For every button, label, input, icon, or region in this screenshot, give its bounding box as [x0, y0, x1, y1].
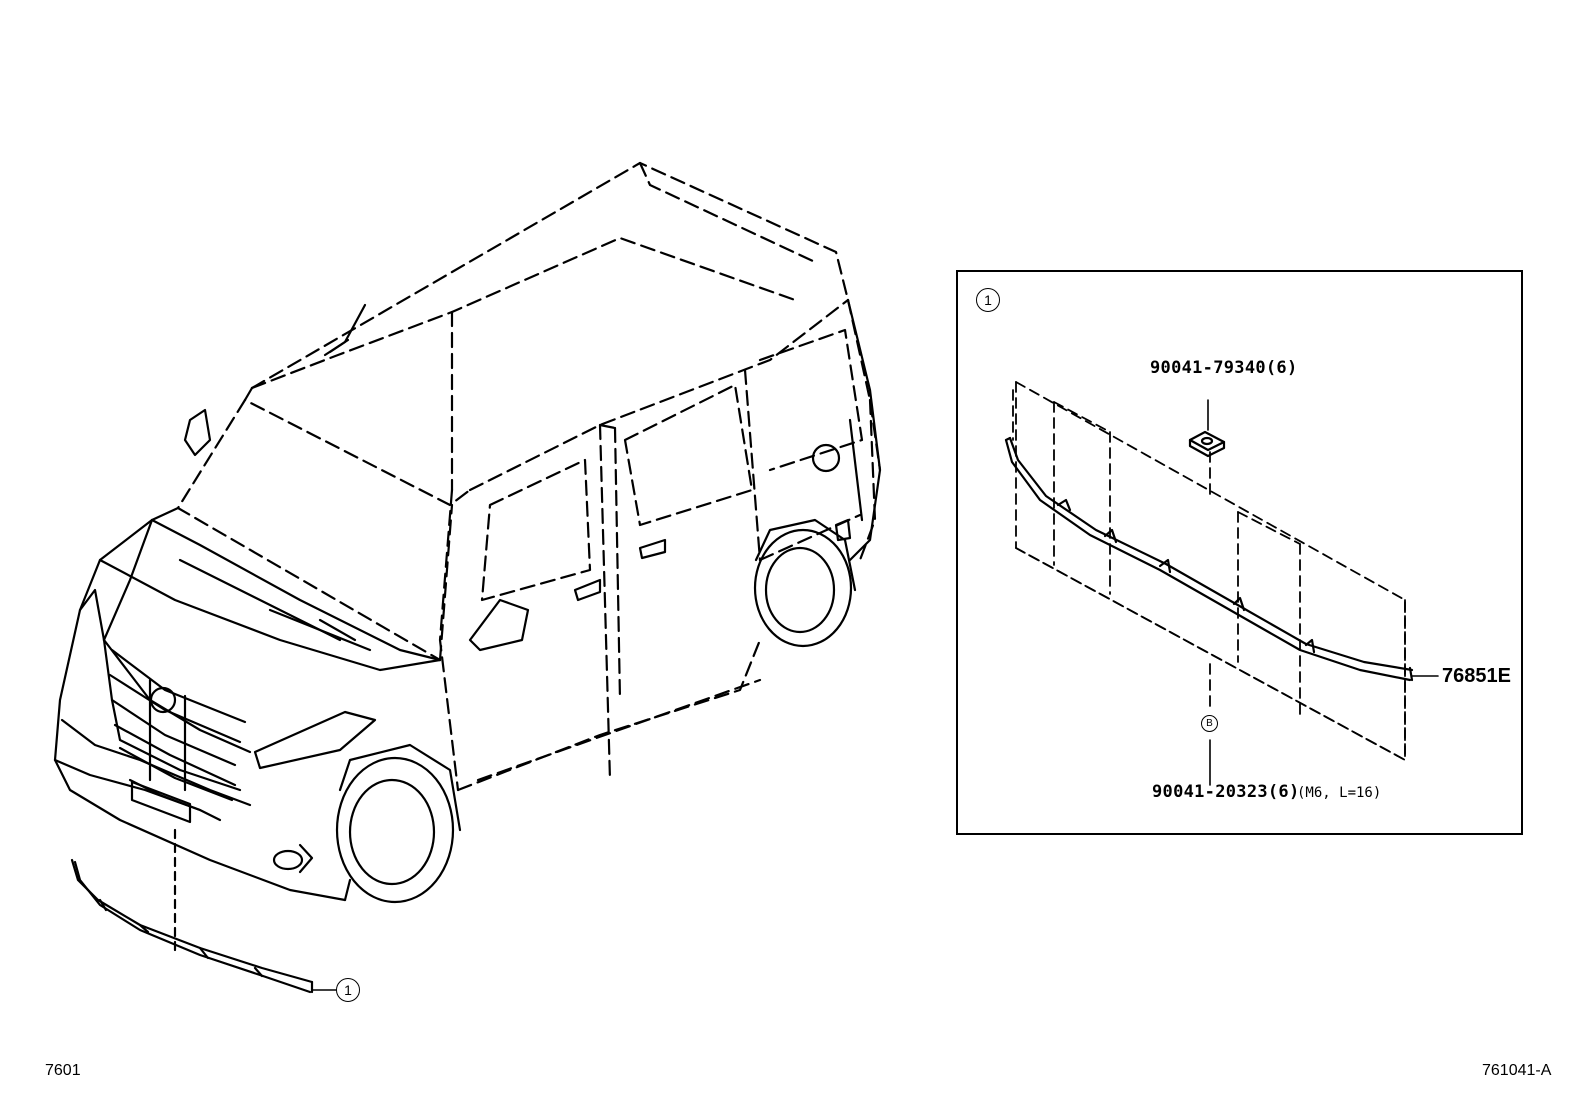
callout-b-bolt[interactable]: B: [1201, 715, 1218, 732]
bolt-spec: (M6, L=16): [1297, 785, 1382, 801]
callout-1-detail[interactable]: 1: [976, 288, 1000, 312]
part-number-bolt[interactable]: 90041-20323(6): [1152, 782, 1300, 802]
vehicle-illustration: [53, 161, 882, 994]
part-number-molding[interactable]: 76851E: [1442, 665, 1511, 687]
illustration-code: 761041-A: [1482, 1062, 1552, 1079]
detail-view-frame: [956, 270, 1523, 835]
part-number-nut[interactable]: 90041-79340(6): [1150, 358, 1298, 378]
detail-view-drawing: [1004, 381, 1439, 786]
page-code: 7601: [45, 1062, 81, 1079]
callout-1-main[interactable]: 1: [336, 978, 360, 1002]
